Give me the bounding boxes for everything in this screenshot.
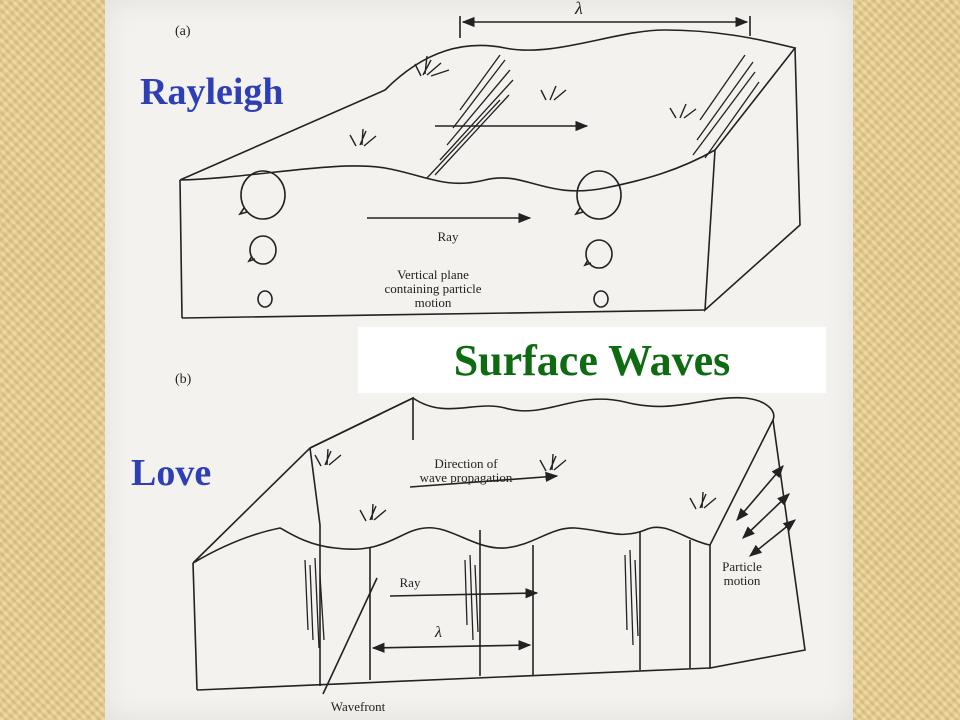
rayleigh-orbit-right-3	[593, 290, 609, 308]
title-box: Surface Waves	[358, 327, 826, 393]
rayleigh-orbit-right-1	[576, 170, 622, 220]
rayleigh-front-left-edge	[179, 179, 183, 319]
slide-title: Surface Waves	[453, 335, 731, 385]
love-direction-caption: Direction of wave propagation	[401, 457, 531, 485]
love-top-surface	[192, 396, 775, 564]
scanned-figure: (a) λ Ray Vertical plane containing part…	[105, 0, 853, 720]
panel-b-label: (b)	[175, 372, 192, 387]
love-particle-arrow-2	[742, 493, 790, 539]
panel-a-label: (a)	[175, 24, 191, 39]
love-lambda-label: λ	[435, 624, 442, 641]
rayleigh-top-surface	[179, 29, 797, 192]
rayleigh-front-bottom	[181, 309, 706, 319]
love-cut-plane	[309, 396, 414, 526]
rayleigh-plane-caption: Vertical plane containing particle motio…	[353, 268, 513, 310]
love-lambda-arrow	[371, 640, 532, 653]
rayleigh-orbit-left-1	[240, 170, 286, 220]
rayleigh-ray-label: Ray	[437, 229, 459, 244]
love-grass-tufts	[314, 448, 717, 522]
direction-caption-line-2: wave propagation	[419, 470, 513, 485]
rayleigh-hatching	[426, 54, 760, 179]
love-particle-caption: Particle motion	[713, 560, 771, 588]
plane-caption-line-3: motion	[414, 295, 452, 310]
love-wavefront-pointer	[322, 577, 378, 695]
rayleigh-orbit-left-3	[257, 290, 273, 308]
love-shear-lines	[304, 549, 639, 649]
particle-caption-line-1: Particle	[722, 559, 762, 574]
rayleigh-right-face	[704, 47, 801, 312]
love-front-left-edge	[192, 562, 198, 691]
rayleigh-heading: Rayleigh	[140, 71, 284, 113]
rayleigh-lambda-label: λ	[575, 0, 583, 18]
love-propagation-arrow	[409, 471, 559, 488]
love-particle-arrow-3	[749, 519, 796, 557]
love-front-bottom	[196, 667, 711, 691]
love-ray-arrow	[389, 588, 539, 599]
love-wavefront-label: Wavefront	[330, 699, 386, 714]
diagram-svg	[179, 16, 806, 695]
particle-caption-line-2: motion	[723, 573, 761, 588]
love-heading: Love	[131, 452, 212, 494]
direction-caption-line-1: Direction of	[434, 456, 498, 471]
love-ray-label: Ray	[399, 575, 421, 590]
love-particle-arrow-1	[736, 465, 784, 521]
rayleigh-grass-tufts	[349, 55, 697, 147]
plane-caption-line-2: containing particle	[384, 281, 482, 296]
plane-caption-line-1: Vertical plane	[397, 267, 469, 282]
rayleigh-orbit-right-2	[585, 239, 613, 269]
rayleigh-orbit-left-2	[249, 235, 277, 265]
love-right-face	[709, 419, 806, 669]
